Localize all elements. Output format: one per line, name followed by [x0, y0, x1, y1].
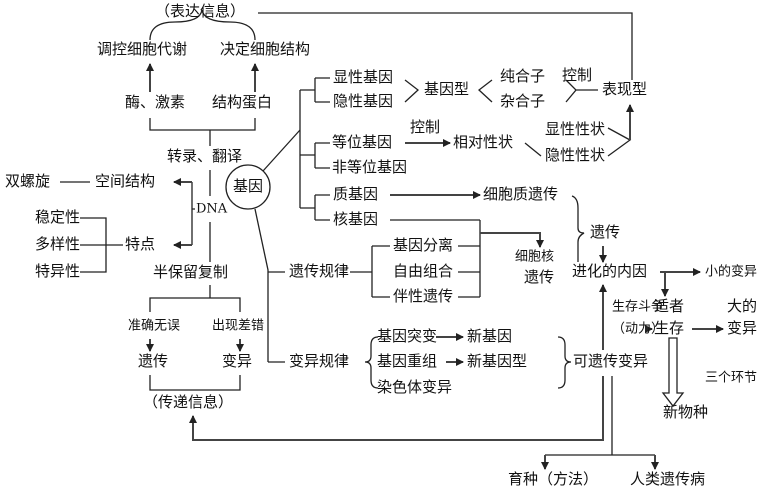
allele-label: 等位基因	[332, 133, 392, 151]
recessive-trait-label: 隐性性状	[545, 146, 605, 164]
spatial-structure-label: 空间结构	[95, 172, 155, 190]
internal-cause-label: 进化的内因	[572, 262, 647, 280]
features-label: 特点	[125, 235, 155, 253]
structural-protein-label: 结构蛋白	[212, 93, 272, 111]
regulate-metabolism-label: 调控细胞代谢	[97, 40, 187, 58]
dna-label: DNA	[196, 202, 228, 217]
stability-label: 稳定性	[35, 208, 80, 226]
control-label-1: 控制	[562, 66, 592, 84]
big-variation-label-1: 大的	[727, 297, 757, 315]
new-gene-label: 新基因	[467, 327, 512, 345]
connectors	[60, 9, 724, 470]
cyto-gene-label: 质基因	[333, 185, 378, 203]
semi-conservative-label: 半保留复制	[153, 263, 228, 281]
nuclear-inherit-label-1: 细胞核	[515, 250, 554, 265]
big-variation-label-2: 变异	[727, 319, 757, 337]
express-info-label: （表达信息）	[155, 2, 245, 20]
genotype-label: 基因型	[424, 80, 469, 98]
segregation-label: 基因分离	[393, 236, 453, 254]
nuclear-gene-label: 核基因	[333, 210, 378, 228]
hollow-arrow	[661, 337, 685, 408]
control-label-2: 控制	[410, 118, 440, 136]
cyto-inherit-label: 细胞质遗传	[483, 185, 558, 203]
inherit-label: 遗传	[590, 223, 620, 241]
chromosome-variation-label: 染色体变异	[377, 378, 452, 396]
genetic-laws-label: 遗传规律	[289, 262, 349, 280]
dominant-trait-label: 显性性状	[545, 120, 605, 138]
diversity-label: 多样性	[35, 235, 80, 253]
phenotype-label: 表现型	[602, 80, 647, 98]
dominant-gene-label: 显性基因	[333, 68, 393, 86]
small-variation-label: 小的变异	[705, 264, 757, 280]
transcription-translation-label: 转录、翻译	[167, 147, 242, 165]
gene-circle	[225, 164, 271, 210]
non-allele-label: 非等位基因	[332, 158, 407, 176]
fittest-label-2: 生存	[654, 319, 684, 337]
heterozygote-label: 杂合子	[500, 92, 545, 110]
enzyme-hormone-label: 酶、激素	[125, 93, 185, 111]
recombination-label: 基因重组	[377, 352, 437, 370]
specificity-label: 特异性	[35, 262, 80, 280]
transmit-info-label: （传递信息）	[143, 393, 233, 411]
accurate-label: 准确无误	[128, 319, 180, 334]
heritable-variation-label: 可遗传变异	[573, 352, 648, 370]
relative-trait-label: 相对性状	[453, 133, 513, 151]
new-genotype-label: 新基因型	[467, 352, 527, 370]
breeding-label: 育种（方法）	[508, 470, 598, 488]
double-helix-label: 双螺旋	[5, 172, 50, 190]
mutation-label: 基因突变	[377, 327, 437, 345]
recessive-gene-label: 隐性基因	[333, 92, 393, 110]
genetic-disease-label: 人类遗传病	[630, 470, 705, 488]
gene-label: 基因	[233, 177, 263, 195]
free-combination-label: 自由组合	[393, 262, 453, 280]
sex-linked-label: 伴性遗传	[393, 287, 453, 305]
error-label: 出现差错	[212, 319, 264, 334]
new-species-label: 新物种	[663, 403, 708, 421]
homozygote-label: 纯合子	[500, 67, 545, 85]
fittest-label-1: 适者	[654, 297, 684, 315]
three-links-label: 三个环节	[705, 371, 757, 386]
variation-label: 变异	[222, 352, 252, 370]
determine-structure-label: 决定细胞结构	[220, 40, 310, 58]
variation-laws-label: 变异规律	[289, 352, 349, 370]
power-label: （动力）	[612, 322, 664, 337]
struggle-label: 生存斗争	[612, 300, 664, 315]
nuclear-inherit-label-2: 遗传	[524, 268, 554, 286]
heredity-label: 遗传	[138, 352, 168, 370]
